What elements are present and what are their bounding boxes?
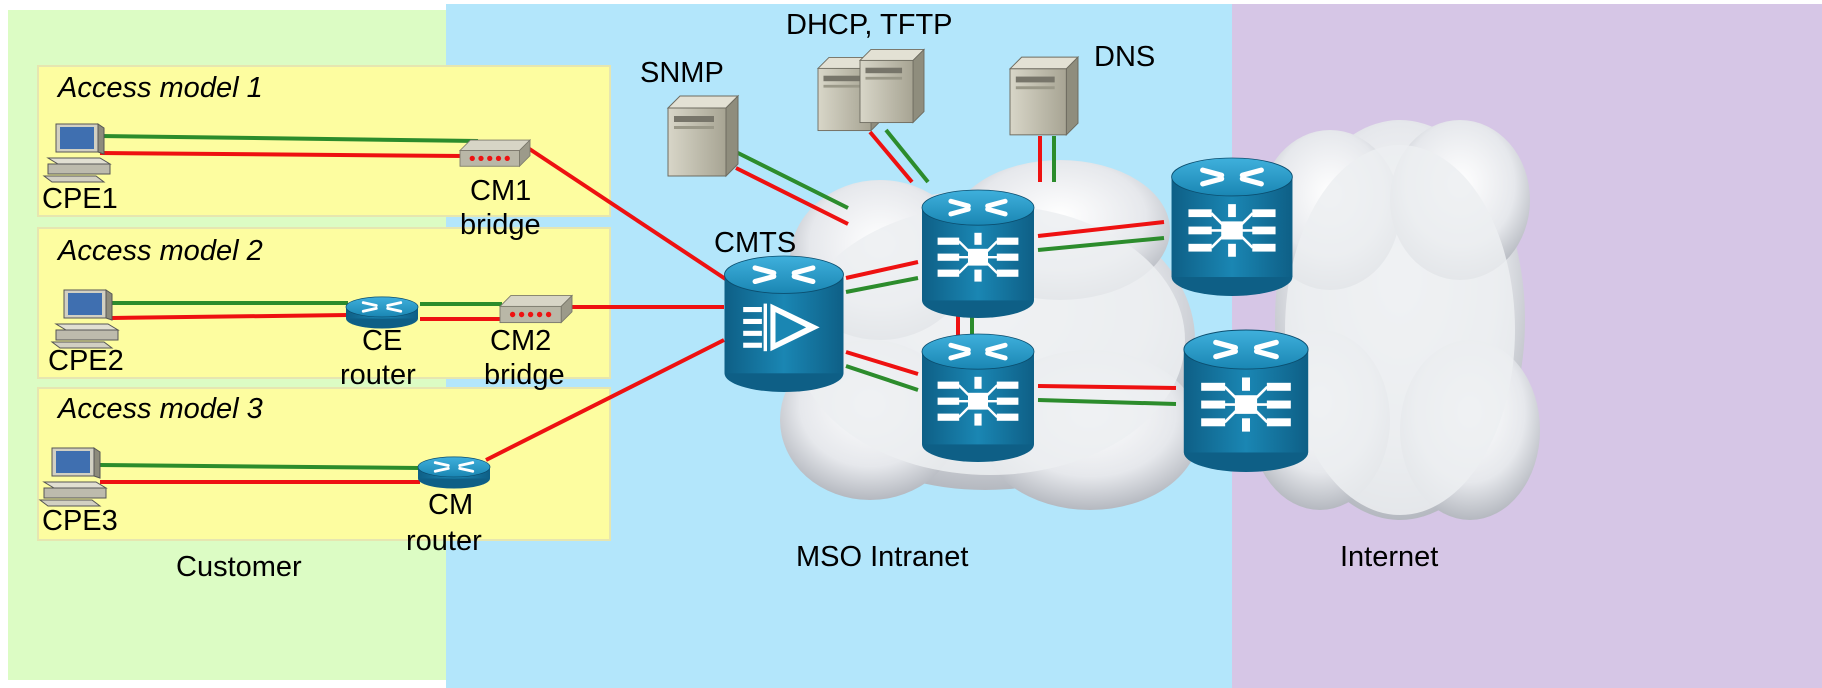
cm1-bridge-label: bridge xyxy=(460,209,541,241)
cm1-label: CM1 xyxy=(470,175,531,207)
edge-router-bottom-icon xyxy=(1184,330,1308,472)
cm1-bridge-modem-icon xyxy=(459,139,531,167)
cmts-router-icon xyxy=(725,256,844,392)
customer-zone-label: Customer xyxy=(176,551,302,583)
edge-router-top-icon xyxy=(1172,158,1293,296)
links xyxy=(99,128,1177,484)
internet-zone-label: Internet xyxy=(1340,541,1438,573)
cm-router-label: router xyxy=(406,525,482,557)
dns-label: DNS xyxy=(1094,41,1155,73)
dhcp-tftp-label: DHCP, TFTP xyxy=(786,9,953,41)
cm2-bridge-modem-icon xyxy=(499,295,573,324)
cm-label: CM xyxy=(428,489,473,521)
access-model-1-label: Access model 1 xyxy=(56,72,263,104)
core-router-top-icon xyxy=(922,190,1034,318)
ce-label: CE xyxy=(362,325,402,357)
ce-router-icon xyxy=(344,295,420,331)
cpe3-label: CPE3 xyxy=(42,505,118,537)
cmts-label: CMTS xyxy=(714,227,796,259)
snmp-server-icon xyxy=(667,95,739,177)
cm-router-icon xyxy=(416,455,492,491)
cpe1-label: CPE1 xyxy=(42,183,118,215)
access-model-2-label: Access model 2 xyxy=(56,235,263,267)
tftp-server-icon xyxy=(859,48,925,124)
core-router-bottom-icon xyxy=(922,334,1034,462)
snmp-label: SNMP xyxy=(640,57,724,89)
intranet-zone-label: MSO Intranet xyxy=(796,541,968,573)
cm2-label: CM2 xyxy=(490,325,551,357)
ce-router-label: router xyxy=(340,359,416,391)
access-model-3-label: Access model 3 xyxy=(56,393,263,425)
dns-server-icon xyxy=(1009,56,1079,136)
internet-cloud xyxy=(1250,120,1540,520)
cm2-bridge-label: bridge xyxy=(484,359,565,391)
cpe2-label: CPE2 xyxy=(48,345,124,377)
